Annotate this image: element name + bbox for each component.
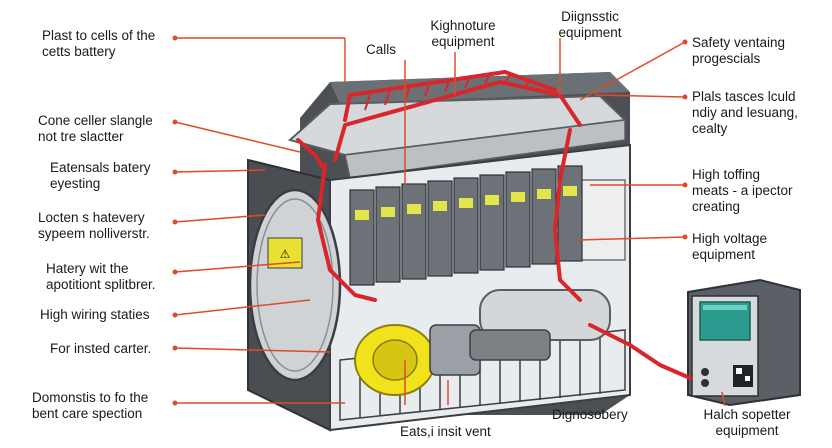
battery-cell [505,171,531,268]
label-plals-tasces: Plals tasces lculd ndiy and lesuang, cea… [692,89,798,136]
label-calls: Calls [366,42,397,57]
battery-cell-label [485,195,499,205]
battery-cell-label [459,198,473,208]
label-dignosobery: Dignosobery [552,407,628,422]
battery-cell-label [407,204,421,214]
battery-cell [401,183,427,280]
motor-assembly [354,289,611,396]
label-kighnoture: Kighnoture equipment [430,18,496,49]
battery-cell-label [563,186,577,196]
red-cabling [296,70,692,380]
battery-cells [349,165,583,286]
label-diagnostic: Diignsstic equipment [558,9,622,40]
battery-cell-label [381,207,395,217]
svg-text:⚠: ⚠ [280,247,291,261]
label-hatery-wit: Hatery wit the apotitiont splitbrer. [46,261,156,292]
battery-cell [453,177,479,274]
label-for-insted: For insted carter. [50,341,152,356]
battery-cell-label [511,192,525,202]
battery-cell [349,189,375,286]
label-halch-sopetter: Halch sopetter equipment [703,407,791,438]
battery-cell [531,168,557,265]
battery-cell-label [537,189,551,199]
label-eatensals-batery: Eatensals batery eyesting [50,160,151,191]
control-unit [687,278,801,407]
label-high-voltage: High voltage equipment [692,231,768,262]
battery-cell [375,186,401,283]
label-eats-insit-vent: Eats,i insit vent [400,424,491,439]
label-cone-celler: Cone celler slangle not tre slactter [38,113,153,144]
label-high-wiring: High wiring staties [40,307,150,322]
battery-cell [427,180,453,277]
battery-cell-label [355,210,369,220]
label-domonstis: Domonstis to fo the bent care spection [32,390,149,421]
round-access-panel: ⚠ [248,188,342,382]
label-plast-to-cells: Plast to cells of the cetts battery [42,28,156,59]
battery-cell [557,165,583,262]
cable-rails [364,72,531,111]
leader-dots [172,35,688,406]
battery-cell-label [433,201,447,211]
label-high-toffing: High toffing meats - a ipector creating [692,167,793,214]
label-locten-hatevery: Locten s hatevery sypeem nolliverstr. [38,210,150,241]
battery-cell [479,174,505,271]
label-safety-ventaing: Safety ventaing progescials [692,35,786,66]
leader-lines [174,37,726,407]
